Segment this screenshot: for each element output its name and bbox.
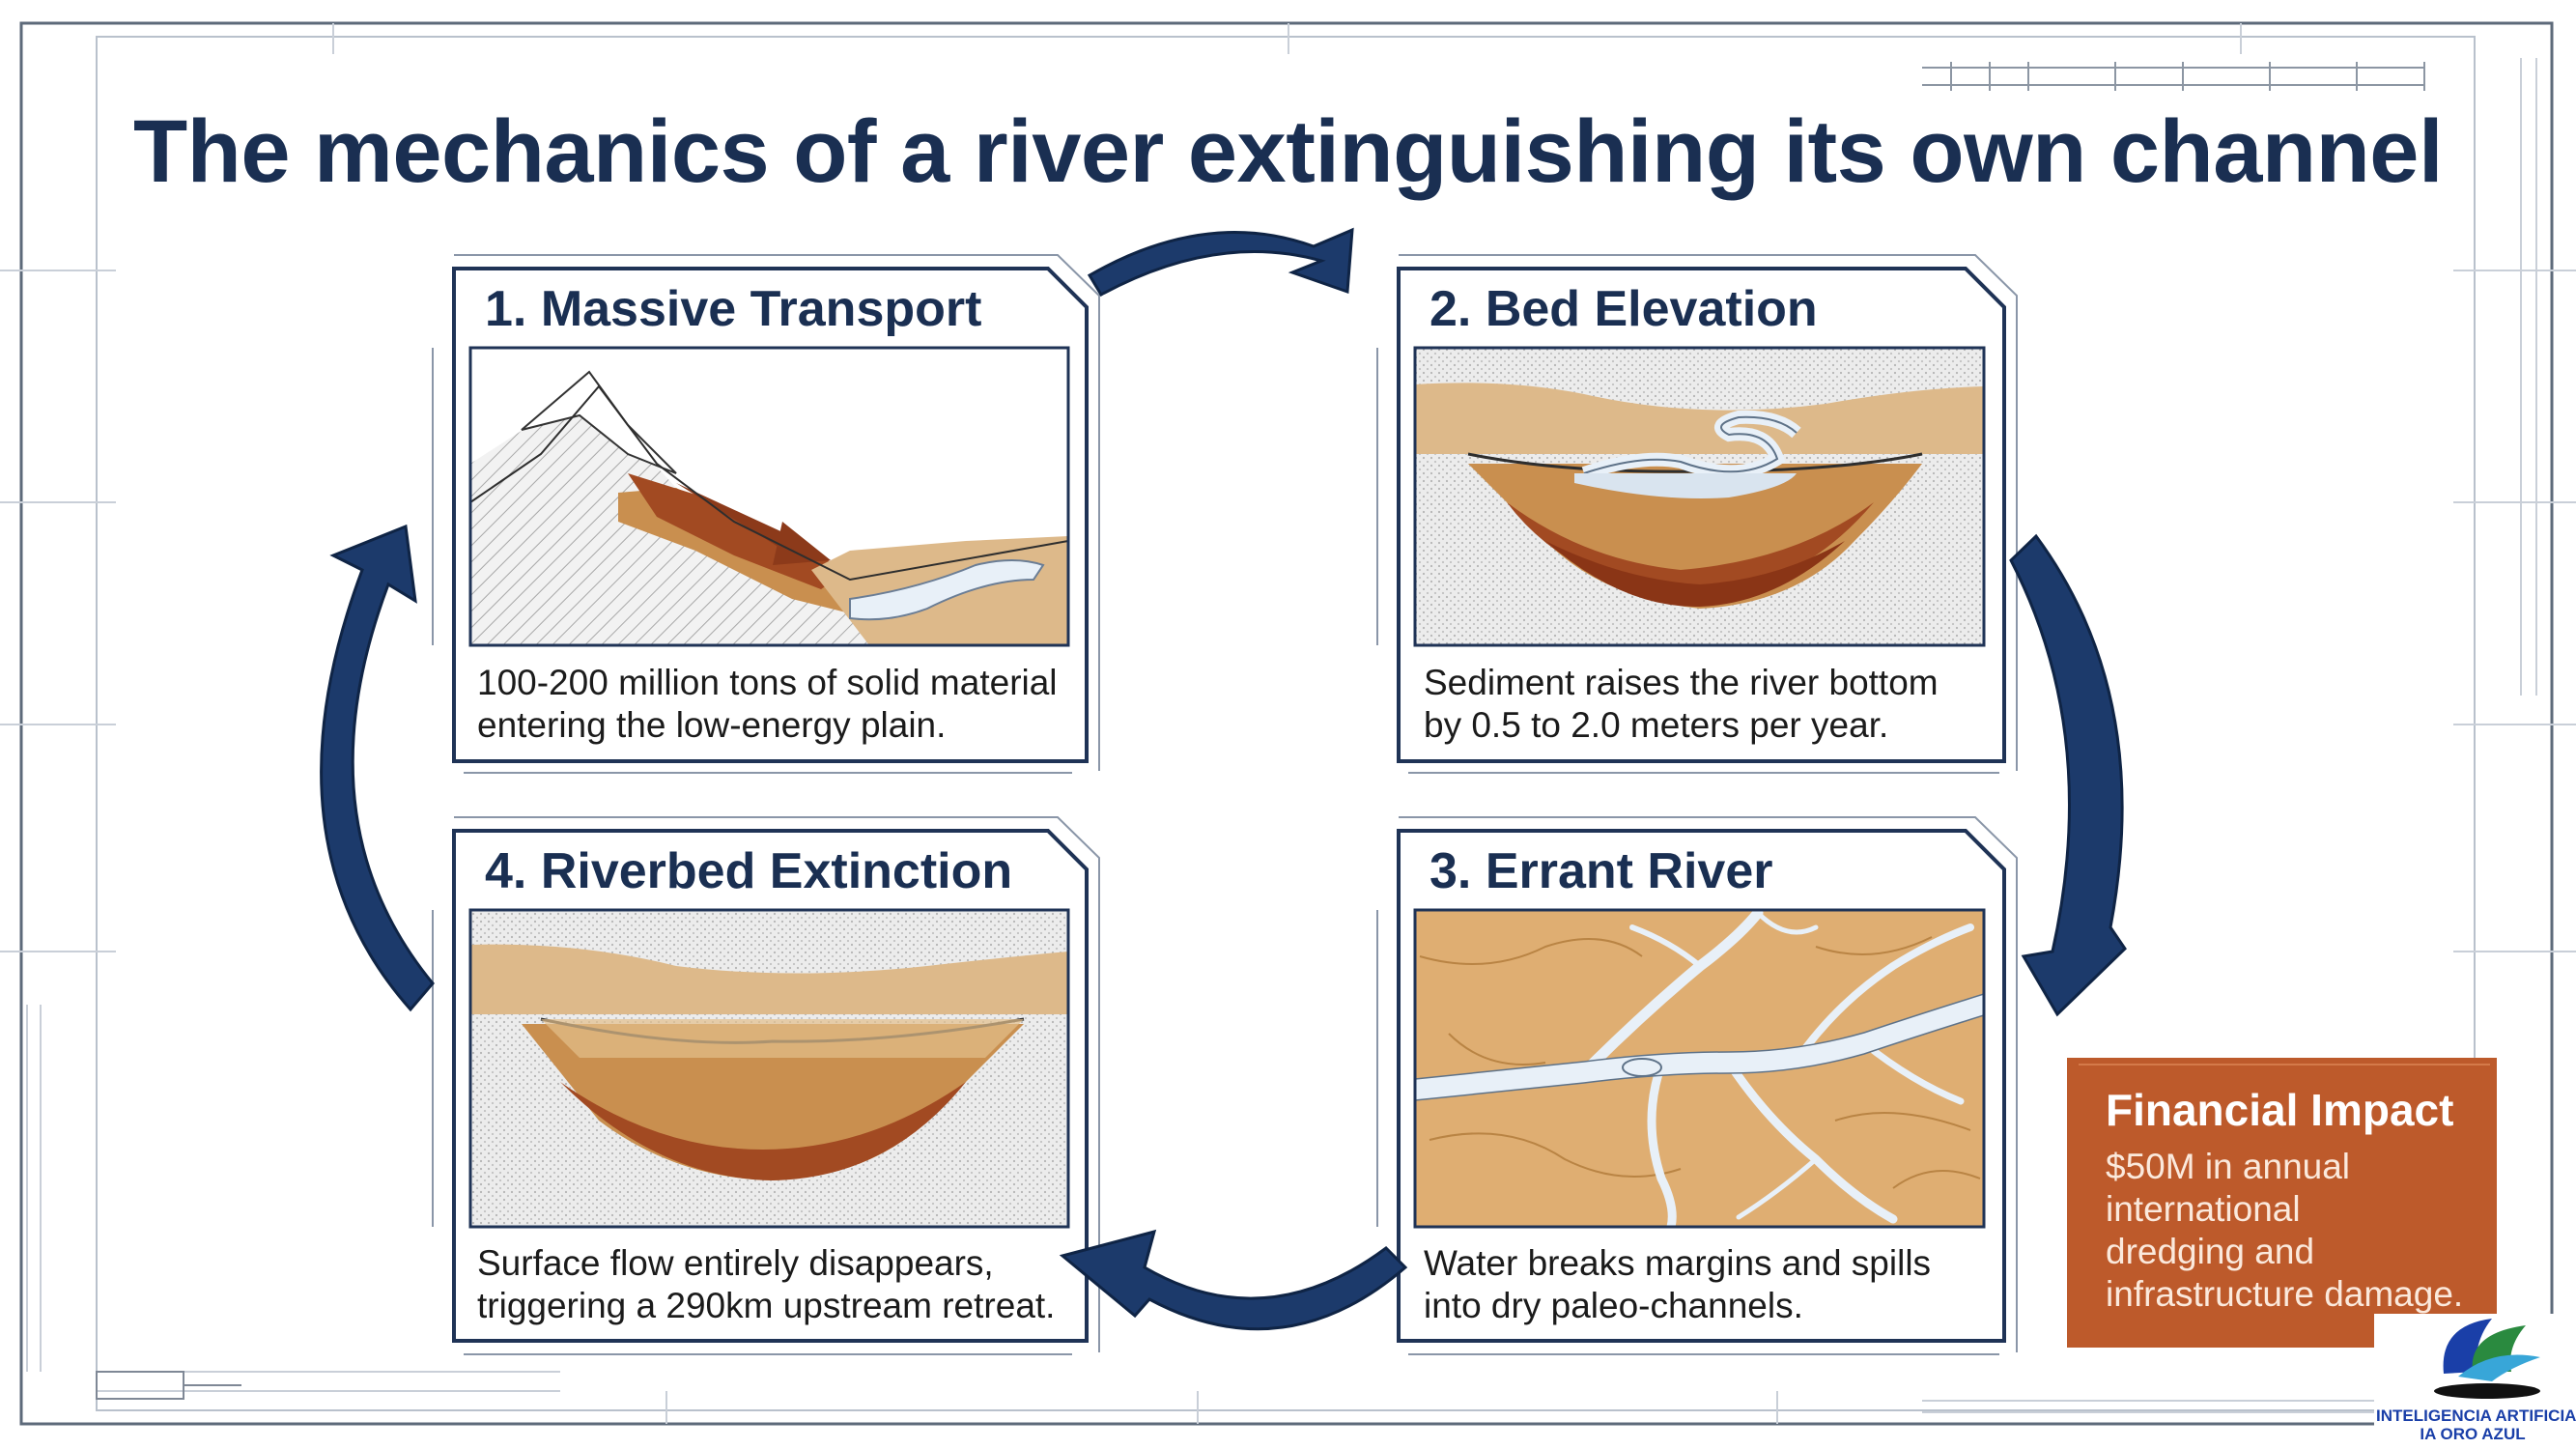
logo-line-1: INTELIGENCIA ARTIFICIAL — [2376, 1406, 2576, 1425]
financial-impact-line: $50M in annual — [2106, 1147, 2351, 1186]
card-line: triggering a 290km upstream retreat. — [477, 1286, 1056, 1325]
card-line: Surface flow entirely disappears, — [477, 1243, 994, 1283]
card-heading: 4. Riverbed Extinction — [485, 843, 1013, 899]
card-description: Sediment raises the river bottom by 0.5 … — [1424, 662, 1939, 747]
ia-oro-azul-logo — [2374, 1314, 2576, 1449]
card-description: 100-200 million tons of solid material e… — [477, 662, 1058, 747]
financial-impact-line: infrastructure damage. — [2106, 1274, 2464, 1314]
card-line: Sediment raises the river bottom — [1424, 663, 1939, 702]
financial-impact-line: international — [2106, 1189, 2301, 1229]
illustration-bed-elevation — [1415, 348, 1984, 645]
card-heading: 1. Massive Transport — [485, 281, 982, 337]
financial-impact-heading: Financial Impact — [2106, 1085, 2454, 1135]
card-heading: 2. Bed Elevation — [1430, 281, 1818, 337]
card-line: into dry paleo-channels. — [1424, 1286, 1803, 1325]
card-line: Water breaks margins and spills — [1424, 1243, 1932, 1283]
cycle-arrows — [320, 227, 2127, 1331]
financial-impact-panel — [2067, 1058, 2497, 1348]
arrow-1-to-2-icon — [1087, 227, 1354, 298]
arrow-4-to-1-icon — [320, 524, 435, 1012]
arrow-3-to-4-icon — [1059, 1229, 1408, 1331]
arrow-2-to-3-icon — [2009, 533, 2127, 1017]
card-line: entering the low-energy plain. — [477, 705, 947, 745]
card-line: by 0.5 to 2.0 meters per year. — [1424, 705, 1889, 745]
illustration-errant-river — [1415, 910, 1984, 1227]
card-line: 100-200 million tons of solid material — [477, 663, 1058, 702]
financial-impact-line: dredging and — [2106, 1232, 2315, 1271]
card-heading: 3. Errant River — [1430, 843, 1773, 899]
logo-caption: INTELIGENCIA ARTIFICIAL IA ORO AZUL — [2376, 1406, 2576, 1443]
financial-impact-text: $50M in annual international dredging an… — [2106, 1146, 2463, 1316]
illustration-riverbed-extinction — [470, 910, 1068, 1227]
card-description: Water breaks margins and spills into dry… — [1424, 1242, 1931, 1327]
card-description: Surface flow entirely disappears, trigge… — [477, 1242, 1055, 1327]
page-title: The mechanics of a river extinguishing i… — [132, 102, 2444, 201]
logo-line-2: IA ORO AZUL — [2420, 1425, 2526, 1443]
illustration-massive-transport — [470, 348, 1068, 645]
